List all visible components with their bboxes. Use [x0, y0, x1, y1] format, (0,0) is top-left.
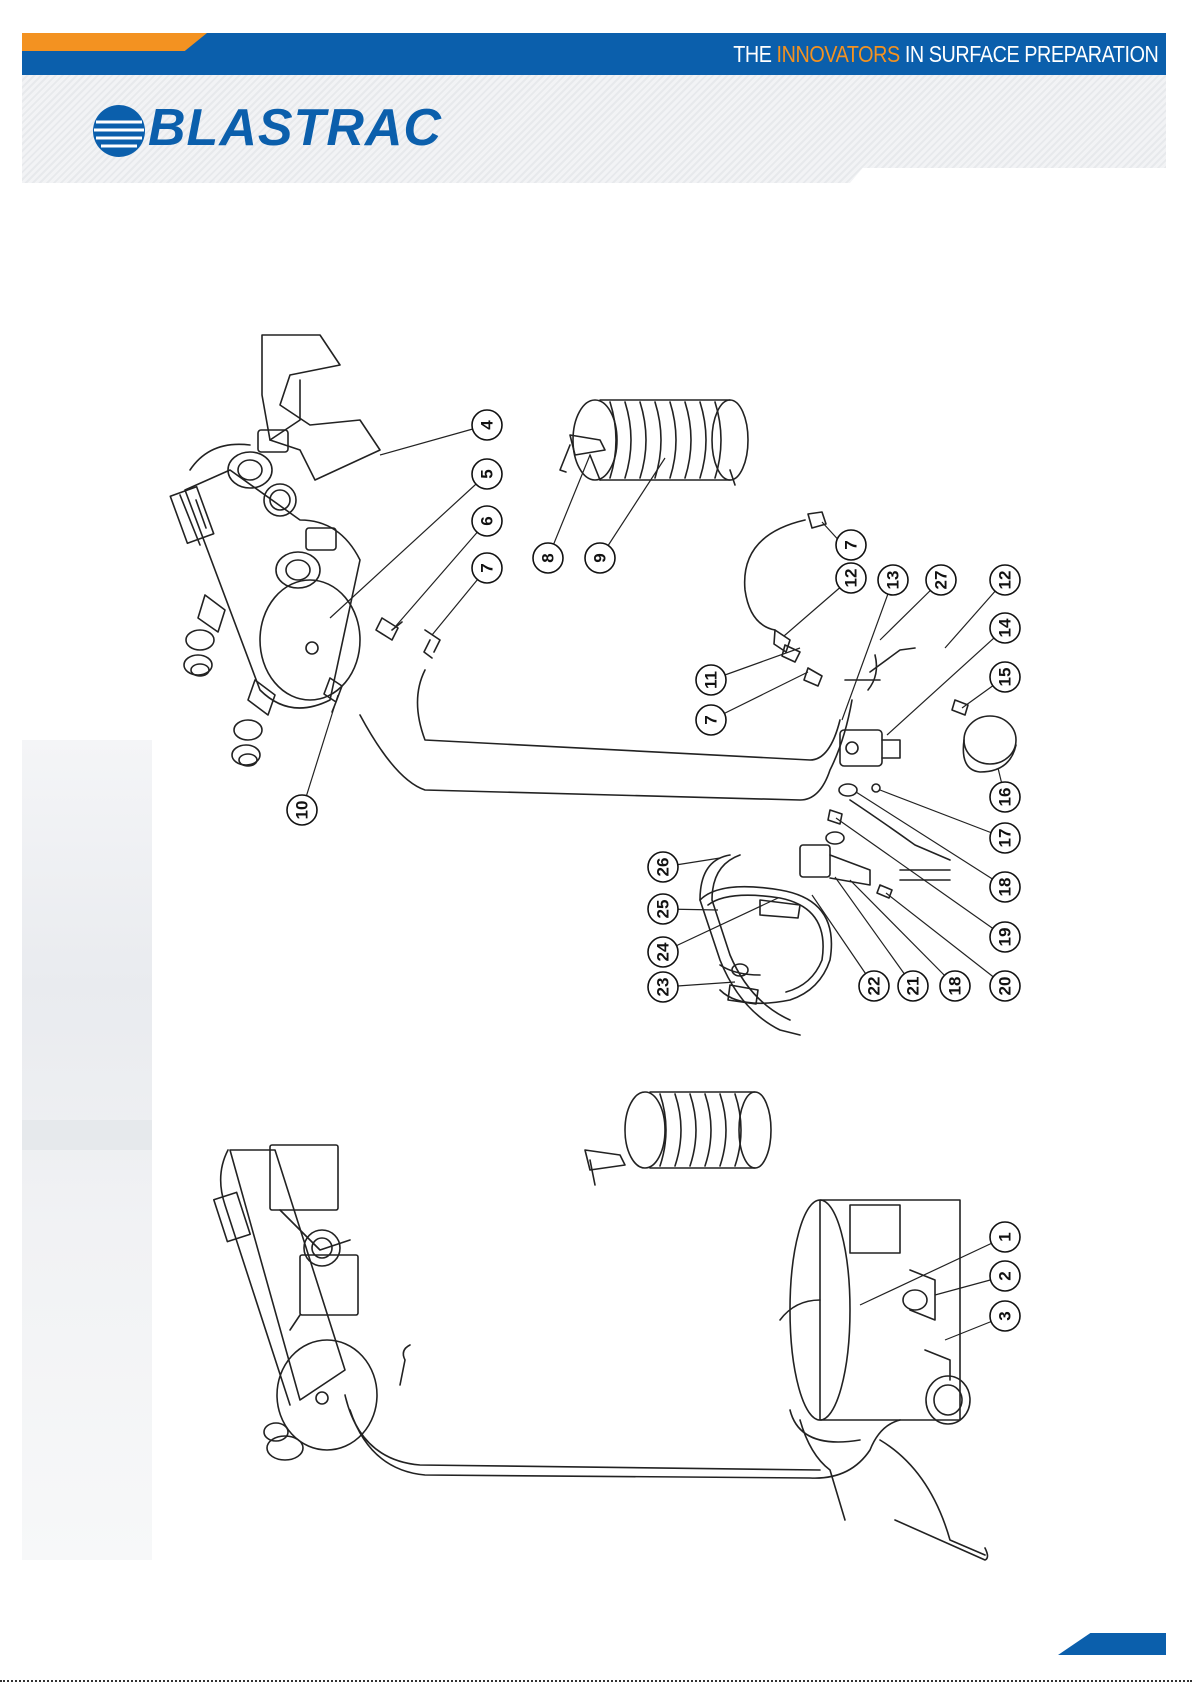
callout-label: 20 [996, 977, 1015, 996]
callout-24: 24 [648, 937, 678, 967]
washer-17 [872, 784, 880, 792]
callout-label: 11 [702, 671, 721, 689]
callout-12: 12 [990, 565, 1020, 595]
callout-17: 17 [990, 823, 1020, 853]
connecting-pipe [345, 1395, 820, 1470]
callout-label: 7 [842, 540, 861, 549]
callout-25: 25 [648, 894, 678, 924]
callout-label: 7 [702, 715, 721, 724]
coil-hose-bottom [585, 1092, 771, 1185]
callout-label: 14 [996, 618, 1015, 637]
page-edge [0, 1680, 1192, 1682]
callout-label: 22 [865, 977, 884, 996]
callout-21: 21 [898, 971, 928, 1001]
callout-label: 2 [996, 1271, 1015, 1280]
callout-7: 7 [472, 553, 502, 583]
callout-label: 16 [996, 788, 1015, 807]
callout-1: 1 [990, 1222, 1020, 1252]
callout-19: 19 [990, 922, 1020, 952]
callout-14: 14 [990, 613, 1020, 643]
cover-bracket [262, 335, 380, 480]
fitting-6 [376, 618, 402, 640]
callout-13: 13 [878, 565, 908, 595]
callout-label: 18 [996, 878, 1015, 897]
callout-2: 2 [990, 1261, 1020, 1291]
compressor-tank [780, 1200, 970, 1442]
callout-8: 8 [533, 543, 563, 573]
callout-16: 16 [990, 782, 1020, 812]
callout-label: 13 [884, 571, 903, 590]
callout-label: 6 [478, 516, 497, 525]
pipe-bend [850, 800, 950, 860]
callout-7: 7 [696, 705, 726, 735]
outlet-fittings [184, 595, 275, 766]
long-pipe [418, 670, 841, 760]
callout-12: 12 [836, 563, 866, 593]
callout-label: 7 [478, 563, 497, 572]
callout-20: 20 [990, 971, 1020, 1001]
callout-23: 23 [648, 972, 678, 1002]
callout-label: 24 [654, 942, 673, 961]
callout-label: 3 [996, 1311, 1015, 1320]
callout-3: 3 [990, 1301, 1020, 1331]
callout-18: 18 [940, 971, 970, 1001]
callout-15: 15 [990, 662, 1020, 692]
callout-5: 5 [472, 459, 502, 489]
callout-11: 11 [696, 665, 726, 695]
callout-label: 17 [996, 829, 1015, 848]
solenoid-valves [190, 430, 336, 588]
callout-18: 18 [990, 872, 1020, 902]
callout-label: 12 [842, 569, 861, 588]
callout-26: 26 [648, 852, 678, 882]
callout-label: 5 [478, 469, 497, 478]
hose-cluster [700, 855, 831, 1035]
callout-label: 27 [932, 571, 951, 590]
cap-15 [952, 700, 968, 715]
callout-label: 21 [904, 977, 923, 996]
coil-hose-top [560, 400, 748, 485]
callout-label: 19 [996, 928, 1015, 947]
callout-label: 25 [654, 900, 673, 919]
oring-18 [839, 784, 857, 796]
callout-label: 4 [478, 420, 497, 430]
callout-label: 18 [946, 977, 965, 996]
callout-label: 1 [996, 1232, 1015, 1241]
callout-label: 15 [996, 668, 1015, 687]
callout-label: 23 [654, 978, 673, 997]
callout-9: 9 [585, 543, 615, 573]
callout-label: 10 [293, 801, 312, 820]
leader-lines [302, 425, 1005, 1340]
callout-label: 9 [591, 553, 610, 562]
callout-4: 4 [472, 410, 502, 440]
callout-7: 7 [836, 530, 866, 560]
callout-10: 10 [287, 795, 317, 825]
callout-label: 12 [996, 571, 1015, 590]
callout-22: 22 [859, 971, 889, 1001]
hose-loop [745, 520, 805, 630]
callout-6: 6 [472, 506, 502, 536]
filter-housing-assembled [214, 1145, 377, 1460]
callout-27: 27 [926, 565, 956, 595]
callout-label: 8 [539, 553, 558, 562]
filter-bowl [963, 716, 1016, 772]
callout-label: 26 [654, 858, 673, 877]
fitting-19 [828, 810, 842, 824]
